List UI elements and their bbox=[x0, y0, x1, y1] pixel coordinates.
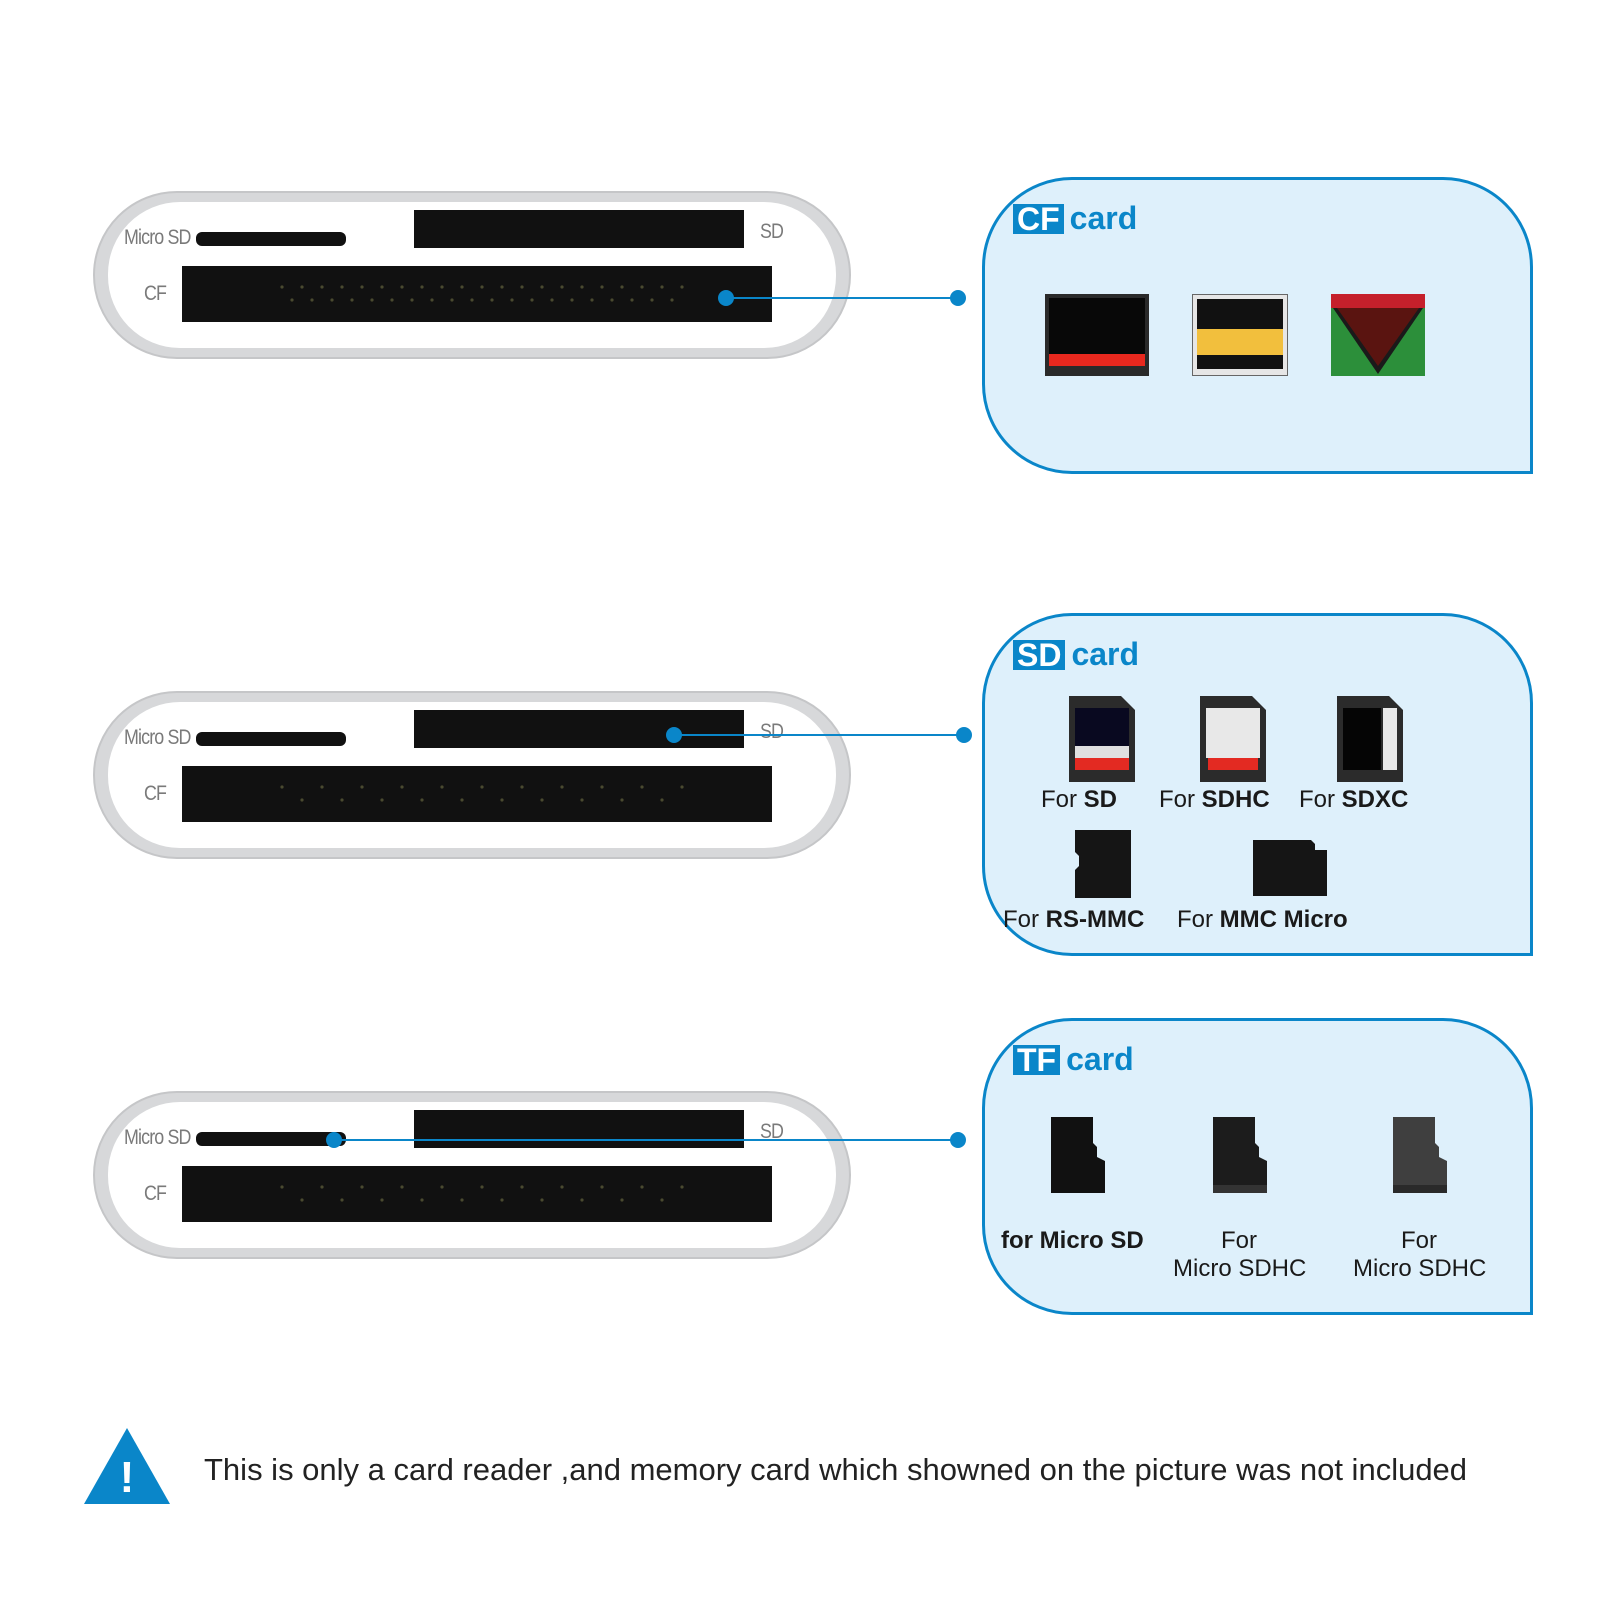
cf-card-word: card bbox=[1069, 200, 1138, 236]
cf-slot-dot bbox=[718, 290, 734, 306]
cf-slot-label: CF bbox=[144, 782, 167, 805]
micro-sd-slot-label: Micro SD bbox=[124, 226, 191, 249]
tf-card-title: TF card bbox=[1013, 1041, 1134, 1078]
caption-line1: For bbox=[1221, 1227, 1257, 1254]
sd-slot-label: SD bbox=[760, 1120, 784, 1143]
micro-sd-caption: for Micro SD bbox=[1001, 1227, 1144, 1254]
sd-badge: SD bbox=[1013, 639, 1066, 671]
rs-mmc-card-icon bbox=[1075, 830, 1131, 898]
micro-sd-slot-label: Micro SD bbox=[124, 1126, 191, 1149]
sd-card-icon bbox=[1069, 696, 1135, 782]
sd-card-word: card bbox=[1071, 636, 1140, 672]
cf-card-title: CF card bbox=[1013, 200, 1137, 237]
caption-prefix: For bbox=[1041, 786, 1077, 813]
tf-card-word: card bbox=[1066, 1041, 1134, 1077]
mmc-micro-caption: For MMC Micro bbox=[1177, 906, 1348, 934]
caption-name: MMC Micro bbox=[1219, 906, 1348, 933]
card-reader-body bbox=[93, 191, 851, 359]
card-reader-body bbox=[93, 1091, 851, 1259]
tf-panel-dot bbox=[950, 1132, 966, 1148]
cf-slot-label: CF bbox=[144, 1182, 167, 1205]
sdxc-caption: For SDXC bbox=[1299, 786, 1408, 814]
caption-name: SDHC bbox=[1201, 786, 1270, 813]
cf-card-black-red-icon bbox=[1045, 294, 1149, 376]
caption-line2: Micro SDHC bbox=[1173, 1255, 1307, 1282]
card-reader-top: Micro SD SD CF bbox=[92, 190, 852, 360]
micro-sd-card-icon bbox=[1051, 1117, 1105, 1193]
rs-mmc-caption: For RS-MMC bbox=[1003, 906, 1144, 934]
caption-line2: Micro SDHC bbox=[1353, 1255, 1487, 1282]
sdhc-card-icon bbox=[1200, 696, 1266, 782]
sdxc-card-icon bbox=[1337, 696, 1403, 782]
sd-card-title: SD card bbox=[1013, 636, 1139, 673]
warning-symbol: ! bbox=[120, 1453, 135, 1502]
caption-prefix: For bbox=[1299, 786, 1335, 813]
micro-sdhc-card-icon bbox=[1213, 1117, 1267, 1193]
tf-card-panel: TF card for Micro SD For Micro SDHC For … bbox=[982, 1018, 1533, 1315]
caption-line1: For bbox=[1401, 1227, 1437, 1254]
sd-slot-label: SD bbox=[760, 720, 784, 743]
cf-slot-label: CF bbox=[144, 282, 167, 305]
micro-sdhc-card-icon-grey bbox=[1393, 1117, 1447, 1193]
cf-card-panel: CF card bbox=[982, 177, 1533, 474]
card-reader-bottom: Micro SD SD CF bbox=[92, 1090, 852, 1260]
mmc-micro-card-icon bbox=[1253, 840, 1327, 896]
sd-panel-dot bbox=[956, 727, 972, 743]
sd-slot-label: SD bbox=[760, 220, 784, 243]
sdhc-caption: For SDHC bbox=[1159, 786, 1270, 814]
disclaimer-note: This is only a card reader ,and memory c… bbox=[204, 1452, 1468, 1487]
cf-badge: CF bbox=[1013, 203, 1064, 235]
caption-name: SD bbox=[1083, 786, 1118, 813]
card-reader-body bbox=[93, 691, 851, 859]
sd-slot-dot bbox=[666, 727, 682, 743]
tf-badge: TF bbox=[1013, 1044, 1061, 1076]
caption-name: SDXC bbox=[1341, 786, 1409, 813]
micro-sd-slot-label: Micro SD bbox=[124, 726, 191, 749]
tf-slot-dot bbox=[326, 1132, 342, 1148]
micro-sdhc-caption: For Micro SDHC bbox=[1173, 1227, 1307, 1283]
caption-name: RS-MMC bbox=[1045, 906, 1145, 933]
caption-prefix: For bbox=[1003, 906, 1039, 933]
warning-triangle-icon: ! bbox=[84, 1428, 170, 1504]
card-reader-middle: Micro SD SD CF bbox=[92, 690, 852, 860]
sd-card-panel: SD card For SD For SDHC For SDXC For RS-… bbox=[982, 613, 1533, 956]
micro-sdhc-caption-2: For Micro SDHC bbox=[1353, 1227, 1487, 1283]
cf-card-green-red-icon bbox=[1331, 294, 1425, 376]
cf-card-yellow-icon bbox=[1192, 294, 1288, 376]
caption-prefix: For bbox=[1159, 786, 1195, 813]
caption-prefix: For bbox=[1177, 906, 1213, 933]
sd-caption: For SD bbox=[1041, 786, 1117, 814]
cf-panel-dot bbox=[950, 290, 966, 306]
